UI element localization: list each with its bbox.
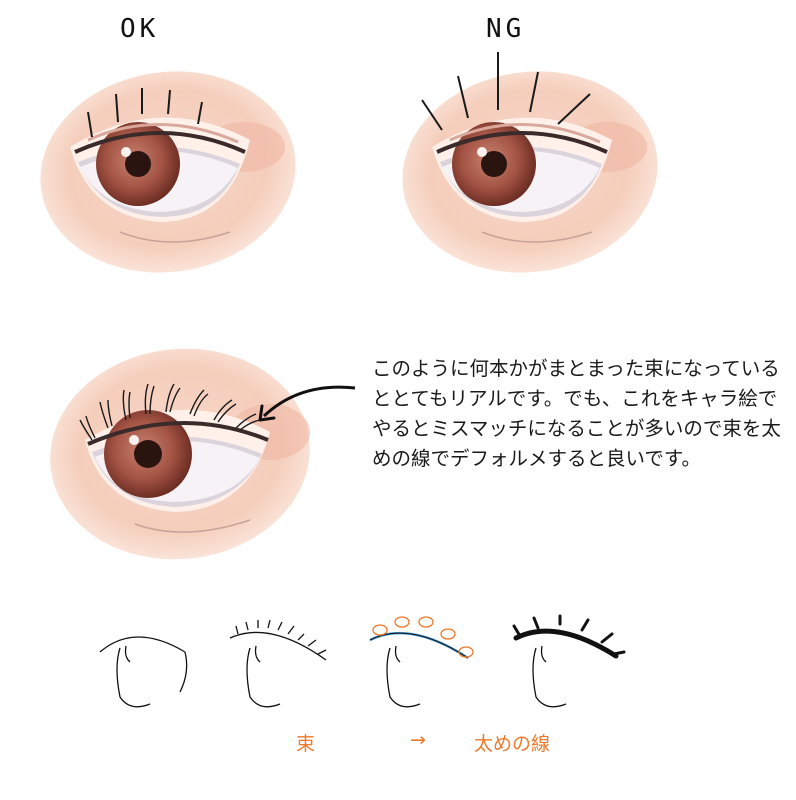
step-label-thick-line: 太めの線 xyxy=(474,733,551,755)
lash-step-diagrams xyxy=(99,614,626,708)
eye-illustration-realistic xyxy=(50,348,310,560)
step-plain-eye xyxy=(99,636,188,708)
short-lashes xyxy=(87,88,203,138)
step-label-arrow: → xyxy=(410,729,426,751)
long-lashes xyxy=(421,52,591,131)
step-fine-lashes xyxy=(229,619,327,708)
step-thick-line xyxy=(512,614,626,708)
ng-heading: NG xyxy=(486,14,526,44)
eye-illustration-ok xyxy=(40,71,296,273)
step-bundle-guides xyxy=(369,616,474,708)
ok-heading: OK xyxy=(120,14,160,44)
pointer-arrow-icon xyxy=(258,385,356,422)
bundled-lashes xyxy=(79,383,261,441)
eye-illustration-ng xyxy=(402,52,658,273)
explanation-text: このように何本かがまとまった束になっているととてもリアルです。でも、これをキャラ… xyxy=(372,357,781,470)
step-label-bundle: 束 xyxy=(296,733,316,755)
